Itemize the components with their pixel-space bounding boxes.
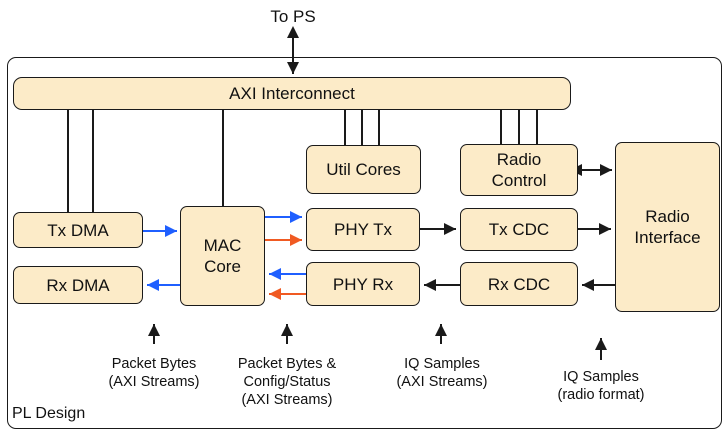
iq-axi-line-2: (AXI Streams) [396,374,488,390]
iq-radio-label: IQ Samples (radio format) [538,368,664,404]
rx-cdc-label: Rx CDC [487,274,551,294]
packet-bytes-label: Packet Bytes (AXI Streams) [92,355,216,391]
iq-axi-label: IQ Samples (AXI Streams) [380,355,504,391]
axi-interconnect-label: AXI Interconnect [229,84,355,103]
iq-radio-line-2: (radio format) [557,387,645,403]
tx-dma-block: Tx DMA [13,212,143,248]
phy-tx-block: PHY Tx [306,208,420,251]
tx-cdc-label: Tx CDC [488,220,550,239]
iq-radio-line-1: IQ Samples [563,369,639,385]
radio-control-label: Radio Control [491,150,547,190]
axi-interconnect-block: AXI Interconnect [13,77,571,110]
util-cores-label: Util Cores [326,160,401,179]
pl-design-frame [7,57,722,429]
mac-core-block: MAC Core [180,206,265,306]
pl-design-label: PL Design [12,405,86,422]
to-ps-label: To PS [270,7,316,26]
phy-tx-label: PHY Tx [334,220,392,239]
packet-config-line-1: Packet Bytes & [237,356,337,372]
rx-dma-label: Rx DMA [46,275,110,295]
util-cores-block: Util Cores [306,145,421,194]
packet-config-label: Packet Bytes & Config/Status (AXI Stream… [222,355,352,409]
packet-bytes-line-2: (AXI Streams) [108,374,200,390]
radio-interface-block: Radio Interface [615,142,720,312]
phy-rx-block: PHY Rx [306,262,420,306]
packet-config-line-2: Config/Status [243,374,331,390]
packet-config-line-3: (AXI Streams) [241,392,333,408]
packet-bytes-line-1: Packet Bytes [111,356,197,372]
mac-core-label: MAC Core [203,236,242,276]
phy-rx-label: PHY Rx [332,274,394,294]
tx-dma-label: Tx DMA [47,220,109,240]
rx-cdc-block: Rx CDC [460,262,578,306]
iq-axi-line-1: IQ Samples [404,356,480,372]
radio-control-block: Radio Control [460,144,578,196]
tx-cdc-block: Tx CDC [460,208,578,251]
axi-bus-links [67,109,538,212]
radio-interface-label: Radio Interface [634,207,701,247]
rx-dma-block: Rx DMA [13,266,143,304]
